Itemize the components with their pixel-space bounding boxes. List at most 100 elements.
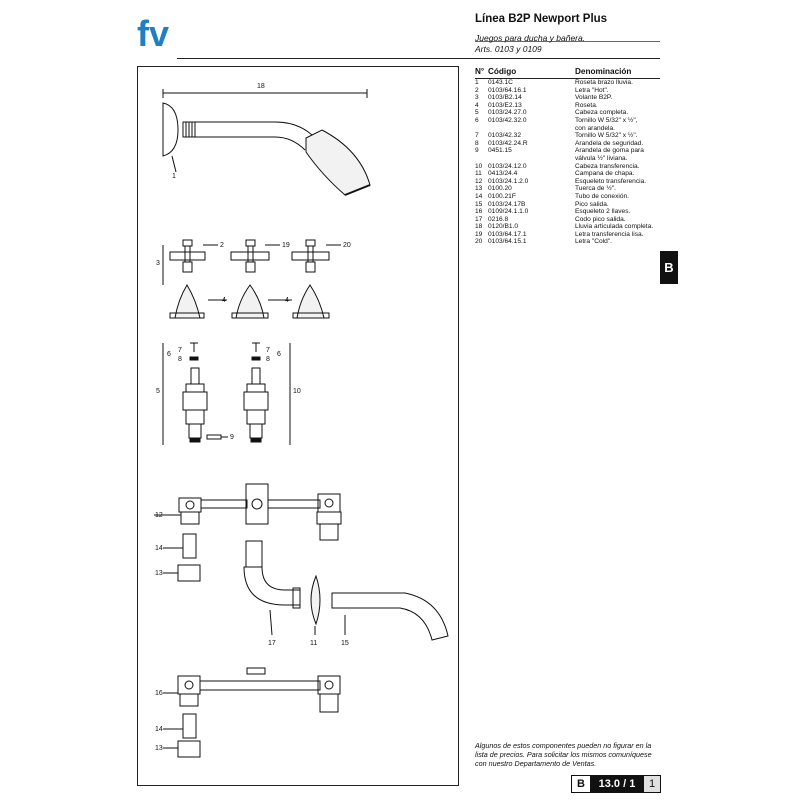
callout-7b: 7: [266, 347, 270, 354]
table-row: 2 0103/64.16.1 Letra "Hot".: [475, 87, 660, 95]
footnote: Algunos de estos componentes pueden no f…: [475, 741, 652, 768]
table-row: 15 0103/24.17B Pico salida.: [475, 201, 660, 209]
row-number: 15: [475, 200, 483, 208]
col-number: N°: [475, 66, 488, 79]
callout-13a: 13: [155, 570, 163, 577]
row-code: 0103/B2.14: [488, 94, 522, 102]
table-row: 8 0103/42.24.R Arandela de seguridad.: [475, 140, 660, 148]
fv-logo: fv: [137, 14, 169, 52]
row-description: Tornillo W 5/32" x ½".: [575, 132, 638, 140]
title-divider: [475, 41, 660, 42]
shower-arm-assembly: 1: [162, 102, 371, 196]
section-tab: B: [660, 251, 678, 284]
row-number: 16: [475, 208, 483, 216]
callout-18: 18: [257, 83, 265, 90]
callout-5: 5: [156, 388, 160, 395]
row-number: 19: [475, 230, 483, 238]
table-row: 1 0143.1C Roseta brazo lluvia.: [475, 79, 660, 87]
row-code: 0103/64.15.1: [488, 238, 527, 246]
page-code: 13.0 / 1: [591, 775, 643, 793]
callout-9: 9: [230, 434, 234, 441]
row-code: 0143.1C: [488, 79, 513, 86]
row-number: 10: [475, 162, 483, 170]
row-number: 20: [475, 238, 483, 246]
row-code: 0100.21F: [488, 192, 516, 200]
parts-table: N° Código Denominación 1 0143.1C Roseta br…: [475, 66, 660, 246]
page-number: 1: [643, 775, 661, 793]
article-numbers: Arts. 0103 y 0109: [475, 44, 542, 54]
col-description: Denominación: [575, 66, 660, 79]
callout-11: 11: [310, 640, 317, 647]
callout-13b: 13: [155, 745, 163, 752]
transfer-body: 12 14 13: [154, 483, 342, 582]
row-description: válvula ½" liviana.: [575, 154, 628, 162]
callout-15: 15: [341, 640, 349, 647]
callout-19: 19: [282, 242, 290, 249]
row-code: 0103/E2.13: [488, 101, 522, 109]
row-code: 0451.15: [488, 147, 512, 155]
row-code: 0100.20: [488, 185, 512, 193]
exploded-diagram-frame: [137, 66, 459, 786]
col-code: Código: [488, 66, 575, 79]
svg-text:fv: fv: [137, 14, 169, 52]
callout-4a: 4: [222, 297, 226, 304]
row-description: Arandela de seguridad.: [575, 139, 644, 147]
row-number: 7: [475, 132, 479, 140]
row-description: Roseta.: [575, 101, 598, 109]
table-row: 3 0103/B2.14 Volante B2P.: [475, 94, 660, 102]
callout-14a: 14: [155, 545, 163, 552]
row-number: 18: [475, 223, 483, 231]
row-number: 14: [475, 192, 483, 200]
row-code: [488, 155, 575, 163]
row-code: 0103/24.17B: [488, 200, 526, 208]
row-code: 0109/24.1.1.0: [488, 208, 529, 216]
row-number: 17: [475, 215, 483, 223]
page-section-letter: B: [571, 775, 591, 793]
row-description: Cabeza completa.: [575, 109, 629, 117]
row-code: 0103/64.16.1: [488, 86, 527, 94]
row-code: 0103/42.24.R: [488, 139, 528, 147]
page-indicator: B 13.0 / 1 1: [571, 775, 661, 793]
row-number: 2: [475, 86, 479, 94]
row-code: 0413/24.4: [488, 170, 518, 178]
callout-6b: 6: [277, 351, 281, 358]
page-title: Línea B2P Newport Plus: [475, 13, 608, 25]
row-description: Pico salida.: [575, 200, 609, 208]
row-description: Tuerca de ½".: [575, 185, 616, 193]
table-row: válvula ½" liviana.: [475, 155, 660, 163]
row-description: Roseta brazo lluvia.: [575, 79, 633, 86]
row-number: 1: [475, 79, 479, 86]
row-number: 9: [475, 147, 479, 155]
row-number: 8: [475, 139, 479, 147]
dimension-18: 18: [162, 83, 368, 98]
table-header-row: N° Código Denominación: [475, 66, 660, 79]
row-description: Volante B2P.: [575, 94, 613, 102]
row-description: Tornillo W 5/32" x ½",: [575, 116, 638, 124]
row-code: [488, 125, 575, 133]
row-description: Letra "Hot".: [575, 86, 609, 94]
spout-parts: 17 11 15: [243, 540, 449, 647]
callout-4b: 4: [285, 297, 289, 304]
row-description: Esqueleto 2 llaves.: [575, 208, 631, 216]
row-description: Esqueleto transferencia.: [575, 177, 647, 185]
row-number: 3: [475, 94, 479, 102]
callout-8a: 8: [178, 356, 182, 363]
callout-6a: 6: [167, 351, 171, 358]
row-number: [475, 125, 488, 133]
row-description: Cabeza transferencia.: [575, 162, 640, 170]
callout-1: 1: [172, 173, 176, 180]
row-number: 6: [475, 116, 479, 124]
callout-17: 17: [268, 640, 276, 647]
